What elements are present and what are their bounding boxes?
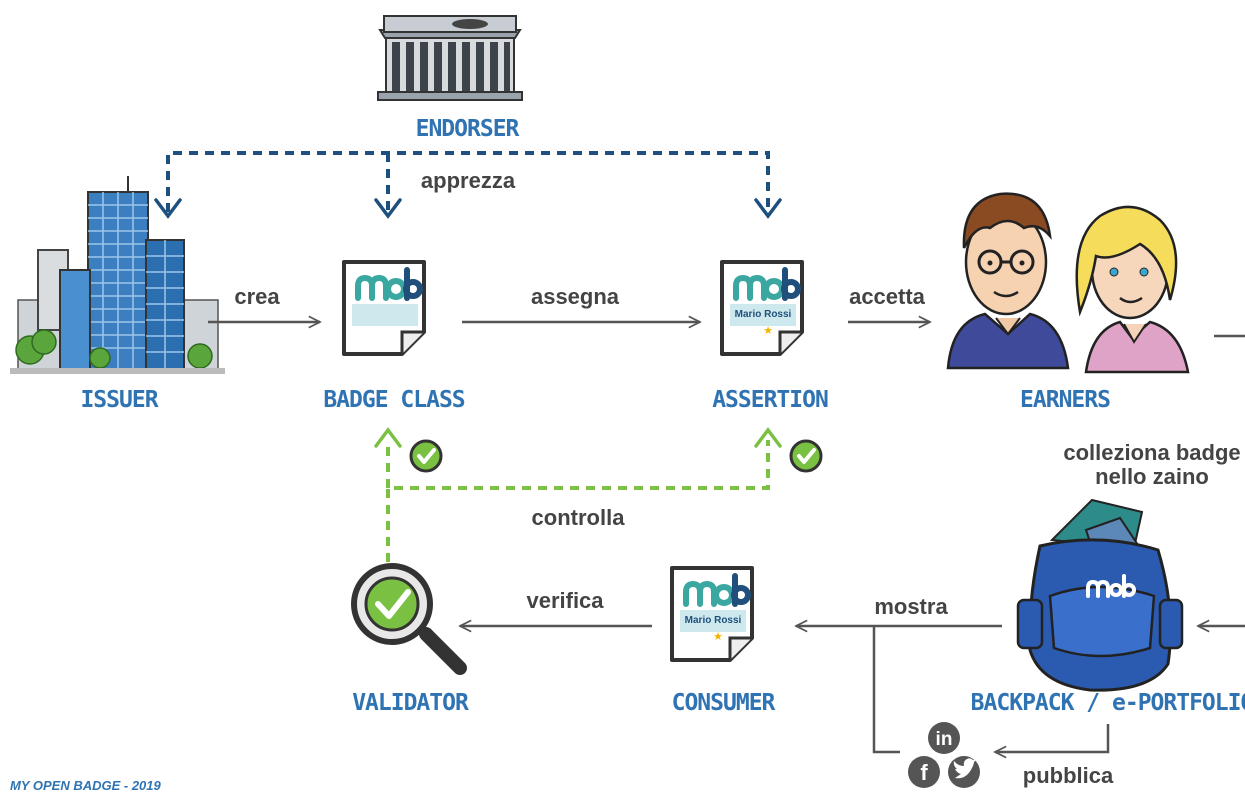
earners-label: EARNERS — [1020, 387, 1111, 413]
consumer-owner: Mario Rossi — [685, 615, 742, 626]
endorser-label: ENDORSER — [415, 116, 520, 142]
validator-label: VALIDATOR — [352, 690, 469, 716]
issuer-label: ISSUER — [80, 387, 158, 413]
mostra-label: mostra — [874, 594, 948, 619]
check-icon — [789, 439, 823, 473]
earner-girl-person-icon — [1075, 205, 1190, 374]
social-icons: in f — [908, 722, 980, 788]
badge-class-label: BADGE CLASS — [323, 387, 465, 413]
check-arrowheads — [374, 427, 782, 448]
verifica-label: verifica — [526, 588, 604, 613]
issuer-skyscraper-icon — [10, 176, 225, 374]
assegna-label: assegna — [530, 284, 620, 309]
earner-boy-person-icon — [946, 192, 1070, 370]
accetta-label: accetta — [849, 284, 925, 309]
assertion-badge-icon: Mario Rossi ★ — [722, 262, 802, 354]
star-icon: ★ — [713, 631, 723, 643]
facebook-glyph: f — [920, 760, 928, 785]
linkedin-icon[interactable]: in — [928, 722, 960, 754]
controlla-label: controlla — [531, 505, 625, 530]
endorse-arrowheads — [154, 198, 782, 219]
validator-magnifier-icon — [351, 563, 467, 675]
check-connector — [386, 440, 770, 562]
check-icon — [409, 439, 443, 473]
pubblica-label: pubblica — [1022, 763, 1114, 788]
colleziona-line2: nello zaino — [1095, 464, 1209, 489]
twitter-icon[interactable] — [948, 756, 980, 788]
endorse-connector — [166, 151, 770, 212]
star-icon: ★ — [763, 325, 773, 337]
backpack-label: BACKPACK / e-PORTFOLIO — [970, 690, 1245, 716]
crea-label: crea — [234, 284, 280, 309]
assertion-owner: Mario Rossi — [735, 309, 792, 320]
endorser-building-icon — [377, 15, 523, 101]
flow-arrows — [208, 322, 1245, 752]
linkedin-glyph: in — [936, 729, 953, 750]
backpack-icon — [1016, 498, 1184, 692]
consumer-badge-icon: Mario Rossi ★ — [672, 568, 752, 660]
apprezza-label: apprezza — [420, 168, 516, 193]
facebook-icon[interactable]: f — [908, 756, 940, 788]
badge-class-badge-icon — [344, 262, 424, 354]
assertion-label: ASSERTION — [712, 387, 829, 413]
colleziona-line1: colleziona badge — [1063, 440, 1241, 465]
consumer-label: CONSUMER — [671, 690, 776, 716]
footer-credit: MY OPEN BADGE - 2019 — [10, 778, 161, 792]
